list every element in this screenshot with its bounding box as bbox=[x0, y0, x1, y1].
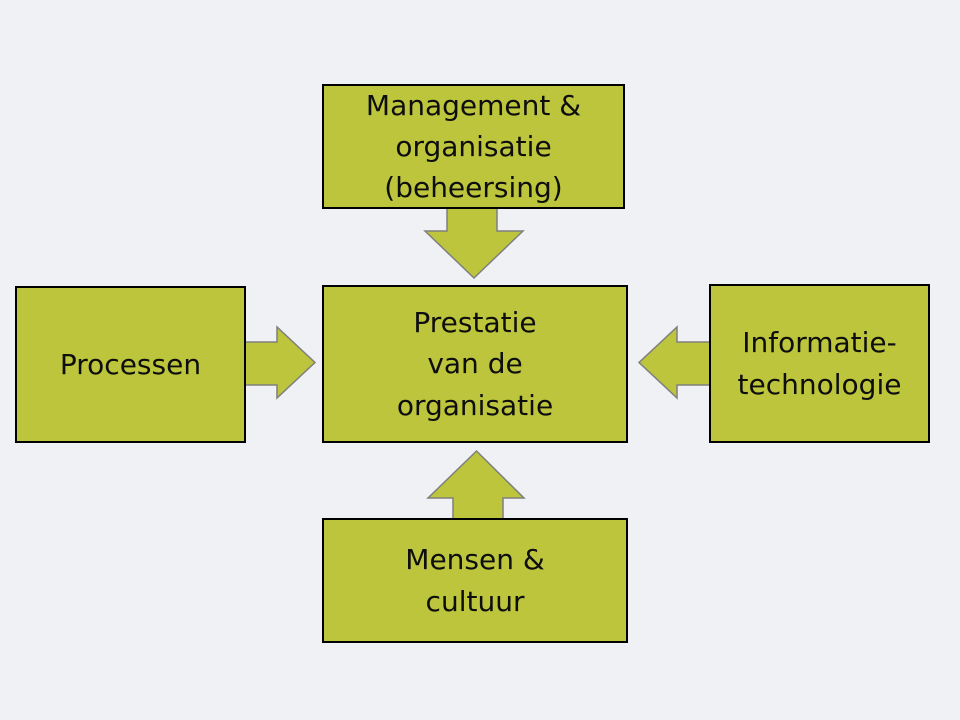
node-management-organisatie: Management & organisatie (beheersing) bbox=[322, 84, 625, 209]
node-processen: Processen bbox=[15, 286, 246, 443]
arrow-right-to-center-left bbox=[637, 325, 713, 400]
node-management-organisatie-label: Management & organisatie (beheersing) bbox=[365, 88, 582, 205]
arrow-bottom-to-center-up bbox=[426, 449, 526, 522]
node-mensen-cultuur: Mensen & cultuur bbox=[322, 518, 628, 643]
node-processen-label: Processen bbox=[59, 347, 202, 381]
arrow-top-to-center-down bbox=[423, 206, 525, 280]
node-informatietechnologie-label: Informatie- technologie bbox=[737, 326, 902, 401]
node-prestatie-van-de-organisatie: Prestatie van de organisatie bbox=[322, 285, 628, 443]
node-mensen-cultuur-label: Mensen & cultuur bbox=[405, 543, 545, 618]
arrow-left-to-center-right bbox=[243, 325, 317, 400]
node-informatietechnologie: Informatie- technologie bbox=[709, 284, 930, 443]
node-prestatie-van-de-organisatie-label: Prestatie van de organisatie bbox=[396, 306, 554, 422]
